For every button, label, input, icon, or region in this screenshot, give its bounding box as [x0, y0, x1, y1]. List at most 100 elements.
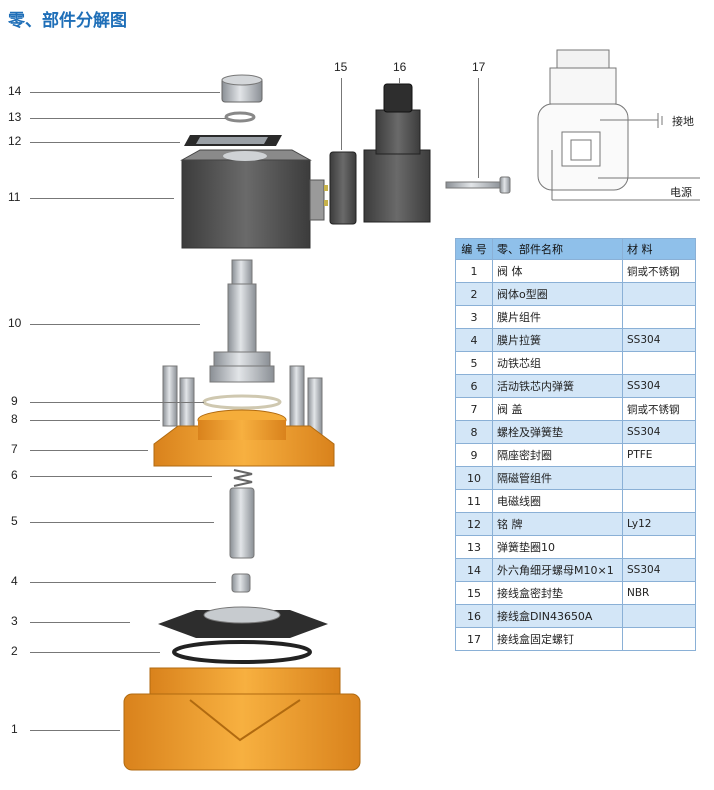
row-material	[622, 604, 696, 628]
row-name: 阀体o型圈	[492, 282, 623, 306]
callout-13: 13	[8, 110, 22, 124]
row-no: 11	[455, 489, 493, 513]
row-material: NBR	[622, 581, 696, 605]
row-no: 12	[455, 512, 493, 536]
part-13-washer	[224, 111, 256, 123]
part-11-coil	[180, 149, 328, 249]
part-2-oring	[172, 640, 312, 664]
row-material: SS304	[622, 420, 696, 444]
callout-7: 7	[11, 442, 18, 456]
row-name: 弹簧垫圈10	[492, 535, 623, 559]
row-material: 铜或不锈钢	[622, 259, 696, 283]
part-6-spring	[233, 469, 253, 487]
leader-line	[30, 476, 212, 477]
part-4-spring	[231, 573, 251, 593]
row-name: 动铁芯组	[492, 351, 623, 375]
page-title: 零、部件分解图	[8, 11, 127, 31]
leader-line	[30, 198, 174, 199]
row-no: 17	[455, 627, 493, 651]
row-name: 接线盒固定螺钉	[492, 627, 623, 651]
part-5-plunger	[229, 487, 255, 559]
row-no: 1	[455, 259, 493, 283]
callout-9: 9	[11, 394, 18, 408]
row-name: 阀 盖	[492, 397, 623, 421]
row-material	[622, 305, 696, 329]
row-no: 14	[455, 558, 493, 582]
row-name: 隔座密封圈	[492, 443, 623, 467]
row-material	[622, 489, 696, 513]
callout-4: 4	[11, 574, 18, 588]
callout-16: 16	[393, 60, 407, 74]
part-9-seal	[202, 394, 282, 410]
part-1-body	[123, 667, 361, 771]
row-name: 膜片拉簧	[492, 328, 623, 352]
row-no: 7	[455, 397, 493, 421]
callout-10: 10	[8, 316, 22, 330]
leader-line	[30, 582, 216, 583]
callout-5: 5	[11, 514, 18, 528]
callout-17: 17	[472, 60, 486, 74]
row-no: 8	[455, 420, 493, 444]
callout-2: 2	[11, 644, 18, 658]
connector-schematic	[537, 49, 700, 201]
leader-line	[341, 78, 342, 150]
row-name: 螺栓及弹簧垫	[492, 420, 623, 444]
row-name: 外六角细牙螺母M10×1	[492, 558, 623, 582]
part-3-diaphragm	[158, 606, 328, 638]
row-material	[622, 282, 696, 306]
part-17-screw	[445, 176, 511, 194]
row-name: 膜片组件	[492, 305, 623, 329]
row-name: 隔磁管组件	[492, 466, 623, 490]
row-no: 4	[455, 328, 493, 352]
row-no: 9	[455, 443, 493, 467]
row-material	[622, 627, 696, 651]
callout-3: 3	[11, 614, 18, 628]
leader-line	[30, 522, 214, 523]
row-name: 接线盒密封垫	[492, 581, 623, 605]
leader-line	[478, 78, 479, 178]
row-no: 2	[455, 282, 493, 306]
row-no: 15	[455, 581, 493, 605]
row-name: 阀 体	[492, 259, 623, 283]
leader-line	[30, 118, 226, 119]
row-no: 5	[455, 351, 493, 375]
callout-15: 15	[334, 60, 348, 74]
part-7-bonnet	[153, 409, 335, 467]
row-material: 铜或不锈钢	[622, 397, 696, 421]
leader-line	[30, 142, 180, 143]
row-name: 电磁线圈	[492, 489, 623, 513]
part-10-tube	[209, 259, 275, 383]
row-material: SS304	[622, 374, 696, 398]
leader-line	[30, 92, 220, 93]
leader-line	[30, 324, 200, 325]
header-material: 材 料	[622, 238, 696, 260]
row-material: SS304	[622, 328, 696, 352]
row-no: 10	[455, 466, 493, 490]
leader-line	[30, 450, 148, 451]
part-15-gasket	[329, 151, 357, 225]
power-label: 电源	[670, 186, 692, 199]
part-14-nut	[221, 74, 263, 103]
row-no: 13	[455, 535, 493, 559]
callout-6: 6	[11, 468, 18, 482]
header-name: 零、部件名称	[492, 238, 623, 260]
callout-12: 12	[8, 134, 22, 148]
row-name: 活动铁芯内弹簧	[492, 374, 623, 398]
callout-1: 1	[11, 722, 18, 736]
